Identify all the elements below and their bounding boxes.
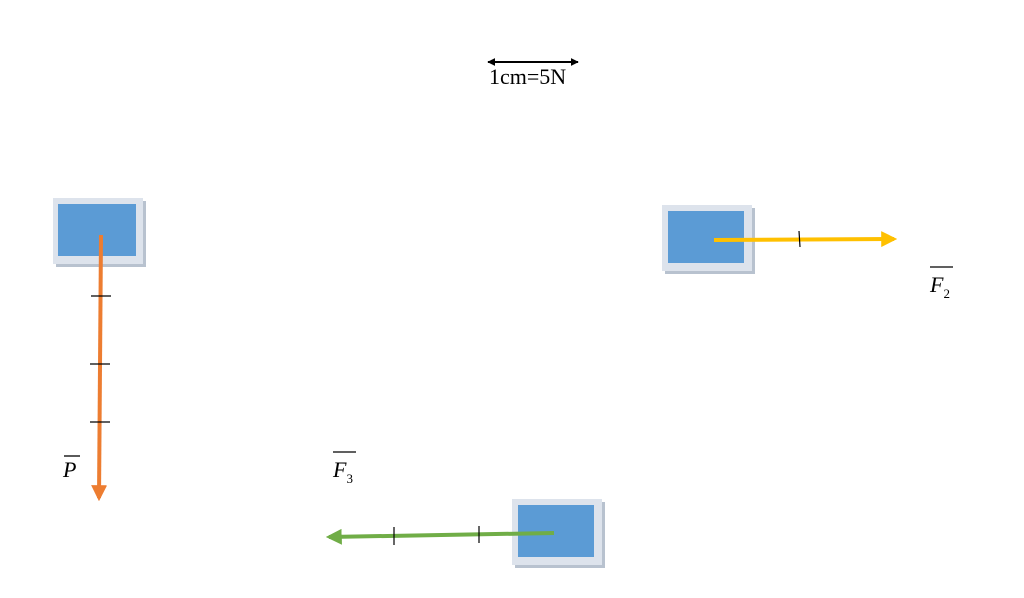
force-f2-shaft (713, 231, 898, 248)
scale-label: 1cm=5N (489, 64, 566, 89)
force-p-shaft (91, 234, 108, 502)
box (518, 505, 594, 557)
force-f2-subscript: 2 (943, 286, 950, 301)
force-p-label: P (62, 455, 80, 482)
force-f3-shaft (325, 528, 555, 545)
object-weight (53, 198, 146, 267)
force-f2-symbol: F (929, 272, 944, 297)
force-f2-label: F2 (929, 266, 953, 301)
force-f3-label: F3 (332, 451, 356, 486)
force-f2-arrow (713, 230, 898, 248)
force-f3-subscript: 3 (346, 471, 353, 486)
force-f3-arrow (325, 526, 555, 545)
force-p-symbol: P (62, 457, 76, 482)
box (668, 211, 744, 263)
force-f2-tick (798, 230, 801, 248)
scale-indicator: 1cm=5N (487, 58, 579, 89)
box (58, 204, 136, 256)
force-f3-symbol: F (332, 457, 347, 482)
force-f3-text: F3 (332, 457, 353, 486)
force-p-arrow (90, 234, 111, 502)
force-f2-text: F2 (929, 272, 950, 301)
